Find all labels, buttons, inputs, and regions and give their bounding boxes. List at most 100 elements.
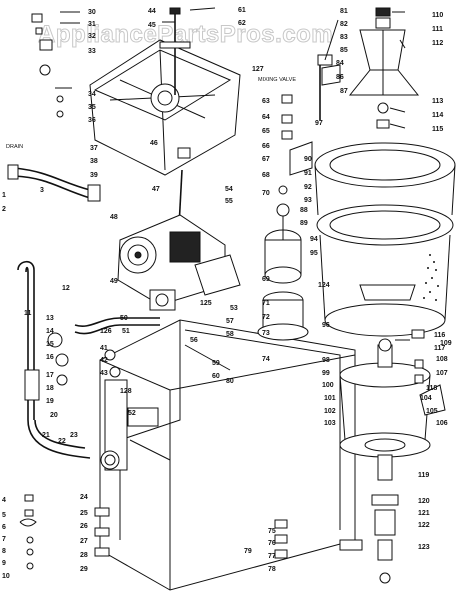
callout-88: 88 (300, 207, 308, 214)
callout-60: 60 (212, 373, 220, 380)
callout-74: 74 (262, 356, 270, 363)
callout-87: 87 (340, 88, 348, 95)
drain-note: DRAIN (6, 144, 23, 150)
callout-46: 46 (150, 140, 158, 147)
callout-115: 115 (432, 126, 443, 133)
callout-84: 84 (336, 60, 344, 67)
motor-mount-plate (89, 7, 241, 176)
callout-39: 39 (90, 172, 98, 179)
callout-116: 116 (434, 332, 445, 339)
outer-tub (314, 142, 456, 337)
callout-109: 109 (440, 340, 452, 347)
callout-24: 24 (80, 494, 88, 501)
basket-perforations (423, 254, 439, 301)
callout-13: 13 (46, 315, 54, 322)
callout-106: 106 (436, 420, 448, 427)
callout-101: 101 (324, 395, 336, 402)
callout-76: 76 (268, 540, 276, 547)
callout-34: 34 (88, 91, 96, 98)
callout-35: 35 (88, 104, 96, 111)
callout-67: 67 (262, 156, 270, 163)
callout-33: 33 (88, 48, 96, 55)
callout-73: 73 (262, 330, 270, 337)
callout-48: 48 (110, 214, 118, 221)
callout-49: 49 (110, 278, 118, 285)
callout-3: 3 (40, 187, 44, 194)
callout-78: 78 (268, 566, 276, 573)
callout-43: 43 (100, 370, 108, 377)
right-hardware (94, 54, 446, 559)
callout-71: 71 (262, 300, 270, 307)
callout-97: 97 (315, 120, 323, 127)
callout-42: 42 (100, 357, 108, 364)
callout-110: 110 (432, 12, 443, 19)
callout-12: 12 (62, 285, 70, 292)
callout-126: 126 (100, 328, 112, 335)
callout-102: 102 (324, 408, 336, 415)
pump-hoses (47, 317, 160, 386)
callout-15: 15 (46, 341, 54, 348)
callout-104: 104 (420, 395, 432, 402)
callout-98: 98 (322, 357, 330, 364)
callout-30: 30 (88, 9, 96, 16)
agitator (348, 7, 420, 129)
callout-80: 80 (226, 378, 234, 385)
callout-28: 28 (80, 552, 88, 559)
callout-72: 72 (262, 314, 270, 321)
callout-14: 14 (46, 328, 54, 335)
callout-77: 77 (268, 553, 276, 560)
callout-96: 96 (322, 322, 330, 329)
callout-123: 123 (418, 544, 430, 551)
callout-125: 125 (200, 300, 212, 307)
callout-8: 8 (2, 548, 6, 555)
transmission (117, 169, 241, 311)
callout-108: 108 (436, 356, 448, 363)
callout-25: 25 (80, 510, 88, 517)
callout-41: 41 (100, 345, 108, 352)
callout-4: 4 (2, 497, 6, 504)
callout-26: 26 (80, 523, 88, 530)
callout-127: 127 (252, 66, 264, 73)
callout-118: 118 (426, 385, 437, 392)
callout-45: 45 (148, 22, 156, 29)
callout-18: 18 (46, 385, 54, 392)
callout-17: 17 (46, 372, 54, 379)
callout-66: 66 (262, 143, 270, 150)
callout-10: 10 (2, 573, 10, 580)
callout-89: 89 (300, 220, 308, 227)
callout-105: 105 (426, 408, 438, 415)
callout-122: 122 (418, 522, 430, 529)
callout-112: 112 (432, 40, 443, 47)
callout-52: 52 (128, 410, 136, 417)
callout-61: 61 (238, 7, 246, 14)
callout-47: 47 (152, 186, 160, 193)
callout-53: 53 (230, 305, 238, 312)
callout-23: 23 (70, 432, 78, 439)
callout-92: 92 (304, 184, 312, 191)
callout-44: 44 (148, 8, 156, 15)
callout-121: 121 (418, 510, 430, 517)
callout-54: 54 (225, 186, 233, 193)
callout-7: 7 (2, 536, 6, 543)
callout-9: 9 (2, 560, 6, 567)
motor (257, 203, 309, 341)
callout-31: 31 (88, 21, 96, 28)
callout-36: 36 (88, 117, 96, 124)
tub-base (339, 338, 431, 584)
callout-100: 100 (322, 382, 334, 389)
callout-63: 63 (262, 98, 270, 105)
callout-90: 90 (304, 156, 312, 163)
callout-81: 81 (340, 8, 348, 15)
callout-22: 22 (58, 438, 66, 445)
callout-57: 57 (226, 318, 234, 325)
callout-103: 103 (324, 420, 336, 427)
callout-85: 85 (340, 47, 348, 54)
callout-119: 119 (418, 472, 429, 479)
callout-99: 99 (322, 370, 330, 377)
watermark-text: AppliancePartsPros.com (38, 21, 333, 48)
callout-128: 128 (120, 388, 132, 395)
cabinet (99, 319, 356, 591)
callout-16: 16 (46, 354, 54, 361)
callout-1: 1 (2, 192, 6, 199)
callout-91: 91 (304, 170, 312, 177)
